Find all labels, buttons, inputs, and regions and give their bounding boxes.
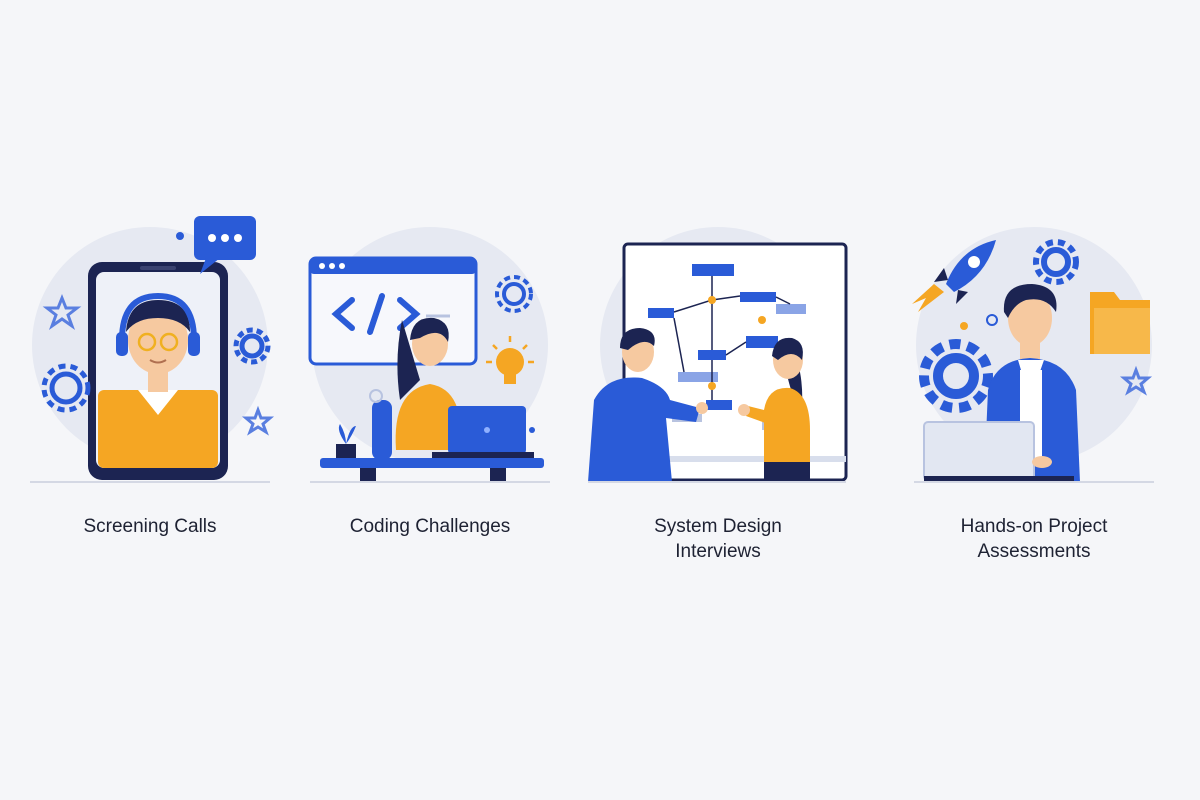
card-system-design-interviews: System Design Interviews — [588, 200, 848, 580]
hands-on-project-illustration — [912, 227, 1154, 483]
star-icon — [42, 293, 275, 436]
gear-icon — [1033, 239, 1079, 285]
lightbulb-icon — [486, 336, 534, 384]
laptop-icon — [923, 421, 1074, 482]
caption-system-design-interviews: System Design Interviews — [654, 516, 782, 562]
chat-bubble-icon — [194, 216, 256, 274]
screening-calls-illustration — [30, 216, 275, 483]
gear-icon — [495, 275, 533, 313]
card-hands-on-project-assessments: Hands-on Project Assessments — [904, 200, 1164, 580]
caption-screening-calls: Screening Calls — [83, 516, 217, 537]
folder-icon — [1090, 292, 1150, 354]
gear-icon — [919, 339, 993, 413]
rocket-icon — [912, 240, 996, 312]
code-brackets-icon — [331, 293, 421, 335]
plant-icon — [336, 424, 356, 458]
caption-hands-on-project-assessments: Hands-on Project Assessments — [960, 516, 1108, 562]
headset-icon — [116, 292, 200, 356]
laptop-icon — [432, 406, 534, 458]
card-screening-calls: Screening Calls — [20, 200, 280, 580]
coding-challenges-illustration — [308, 227, 550, 483]
card-coding-challenges: Coding Challenges — [300, 200, 560, 580]
caption-coding-challenges: Coding Challenges — [349, 516, 511, 537]
system-design-illustration — [588, 227, 848, 483]
gear-icon — [41, 327, 271, 413]
